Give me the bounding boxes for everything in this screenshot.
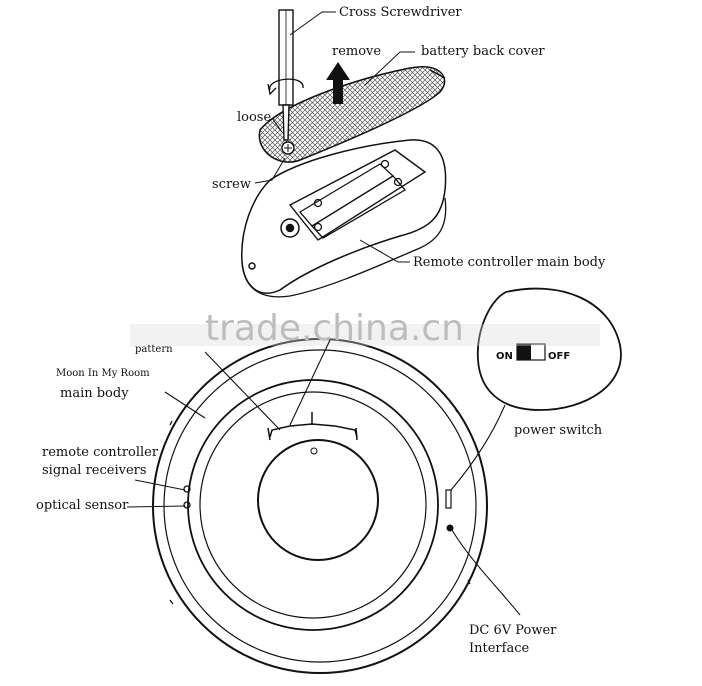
label-dc-6v-power: DC 6V Power [469, 623, 557, 638]
lamp-middle-ring [187, 379, 439, 631]
switch-on-label: ON [496, 351, 513, 362]
remote-signal-receiver [183, 485, 191, 493]
dc-power-jack [446, 524, 454, 532]
pattern-bracket [269, 423, 358, 438]
label-partial: pattern [135, 344, 173, 355]
label-battery-back-cover: battery back cover [421, 44, 545, 59]
remote-leaders [254, 11, 415, 263]
label-cross-screwdriver: Cross Screwdriver [339, 5, 462, 20]
label-main-body: main body [60, 386, 129, 401]
optical-sensor-dot [183, 501, 191, 509]
label-remove: remove [332, 44, 381, 59]
watermark-band [130, 324, 600, 346]
power-switch-slot [445, 489, 452, 509]
label-remote-main-body: Remote controller main body [413, 255, 606, 270]
label-power-switch: power switch [514, 423, 603, 438]
remote-button [280, 218, 300, 238]
moon-lamp [152, 338, 488, 674]
power-switch-magnifier: ON OFF [476, 287, 622, 411]
label-interface: Interface [469, 641, 529, 656]
label-moon-in-my-room: Moon In My Room [56, 368, 150, 379]
watermark: trade.china.cn [205, 308, 464, 349]
lamp-leaders [126, 339, 521, 616]
battery-compartment [288, 149, 427, 241]
battery [299, 159, 406, 239]
label-remote-controller: remote controller [42, 445, 159, 460]
remote-controller [241, 139, 447, 298]
cross-screwdriver [267, 9, 304, 155]
remote-body [241, 139, 447, 294]
lamp-outer-ring [152, 338, 488, 674]
remove-arrow [326, 62, 350, 104]
switch-toggle [517, 344, 531, 360]
switch-off-label: OFF [548, 351, 570, 362]
label-optical-sensor: optical sensor [36, 498, 129, 513]
label-signal-receivers: signal receivers [42, 463, 147, 478]
remote-body-bottom [241, 197, 447, 298]
label-screw: screw [212, 177, 251, 192]
label-loose: loose [237, 110, 271, 125]
lamp-center-disc [257, 439, 379, 561]
